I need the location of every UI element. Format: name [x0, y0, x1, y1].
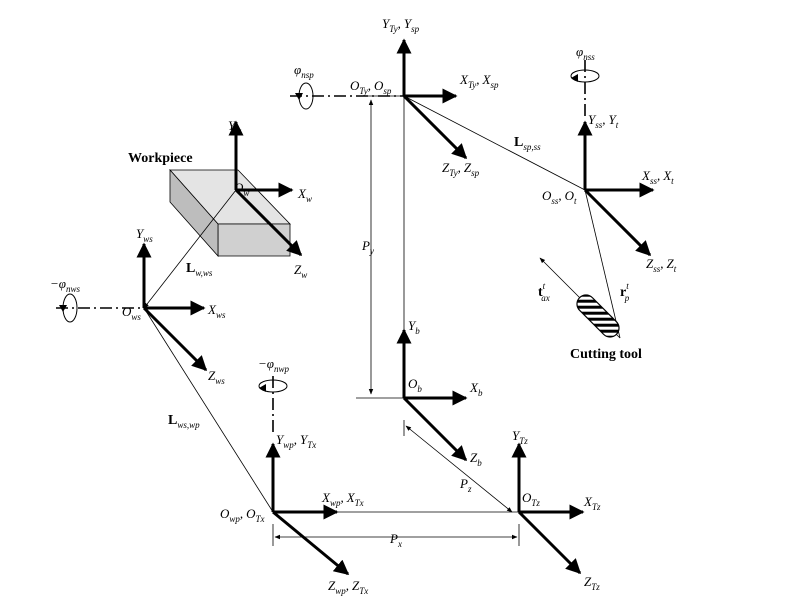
nsp-rotation-arrowhead: [295, 93, 303, 100]
phi-nss-label: φnss: [576, 44, 595, 62]
phi-nsp-label: φnsp: [294, 62, 314, 80]
l-spss-line: [403, 95, 586, 191]
z-ws-axis: [142, 306, 208, 372]
p-y-label: Py: [361, 238, 374, 256]
rotation-ellipses: [62, 69, 600, 393]
l-spss-label: Lsp,ss: [514, 135, 541, 152]
z-ws-label: Zws: [208, 368, 225, 386]
y-tz-label: YTz: [512, 428, 528, 446]
phi-nwp-label: −φnwp: [258, 356, 289, 374]
nws-rotation-arrowhead: [59, 305, 67, 312]
l-wws-arrow-line: [143, 189, 237, 309]
z-w-label: Zw: [294, 262, 307, 280]
x-wp-x-tx-label: Xwp,XTx: [321, 490, 364, 508]
x-ty-x-sp-label: XTy,Xsp: [459, 72, 499, 90]
y-b-label: Yb: [408, 318, 420, 336]
nwp-rotation-icon: [258, 379, 288, 393]
cutting-tool: [576, 294, 620, 338]
y-ty-y-sp-label: YTy,Ysp: [382, 16, 420, 34]
cutting-tool-body: [576, 294, 620, 338]
z-wp-z-tx-label: Zwp,ZTx: [328, 578, 368, 596]
z-ss-axis: [583, 188, 652, 257]
y-ss-y-t-label: Yss,Yt: [588, 112, 619, 130]
x-ss-x-t-label: Xss,Xt: [641, 168, 674, 186]
nss-rotation-arrowhead: [571, 74, 578, 82]
o-ss-o-t-label: Oss,Ot: [542, 188, 577, 206]
coordinate-axes: [136, 38, 655, 576]
z-ss-z-t-label: Zss,Zt: [646, 256, 677, 274]
o-w-label: Ow: [234, 180, 249, 198]
labels: Workpiece Cutting tool φnsp φnss −φnws −…: [50, 16, 677, 596]
o-ws-label: Ows: [122, 304, 141, 322]
phi-nws-label: −φnws: [50, 276, 80, 294]
z-wp-axis: [272, 510, 350, 576]
z-tz-axis: [517, 510, 582, 575]
l-wswp-line: [143, 307, 274, 513]
o-wp-o-tx-label: Owp,OTx: [220, 506, 265, 524]
workpiece-side-face: [169, 168, 219, 258]
z-b-label: Zb: [470, 450, 482, 468]
l-wws-label: Lw,ws: [186, 261, 213, 278]
x-w-label: Xw: [297, 186, 312, 204]
nwp-rotation-arrowhead: [259, 384, 266, 392]
rotation-arrowheads: [59, 74, 578, 392]
workpiece-box: [169, 168, 291, 258]
l-wswp-label: Lws,wp: [168, 413, 200, 430]
o-b-label: Ob: [408, 376, 422, 394]
o-tz-label: OTz: [522, 490, 540, 508]
y-ws-label: Yws: [136, 226, 153, 244]
workpiece-label: Workpiece: [128, 151, 193, 166]
y-wp-y-tx-label: Ywp,YTx: [276, 432, 316, 450]
reference-lines: [143, 95, 621, 546]
z-sp-axis: [402, 94, 468, 160]
z-ty-z-sp-label: ZTy,Zsp: [442, 160, 480, 178]
rotation-axes: [56, 60, 586, 432]
p-x-label: Px: [389, 531, 402, 549]
z-b-axis: [402, 396, 468, 462]
p-z-label: Pz: [459, 476, 472, 494]
x-ws-label: Xws: [207, 302, 226, 320]
x-b-label: Xb: [469, 380, 483, 398]
workpiece-front-face: [217, 223, 291, 257]
tool-link-line: [584, 189, 621, 339]
y-w-label: Yw: [228, 118, 241, 136]
o-ty-o-sp-label: OTy,Osp: [350, 78, 392, 96]
p-z-dim-line: [405, 425, 513, 513]
cutting-tool-label: Cutting tool: [570, 347, 642, 362]
x-tz-label: XTz: [583, 494, 601, 512]
z-tz-label: ZTz: [584, 574, 600, 592]
z-w-axis: [234, 188, 303, 257]
nss-rotation-icon: [570, 69, 600, 83]
